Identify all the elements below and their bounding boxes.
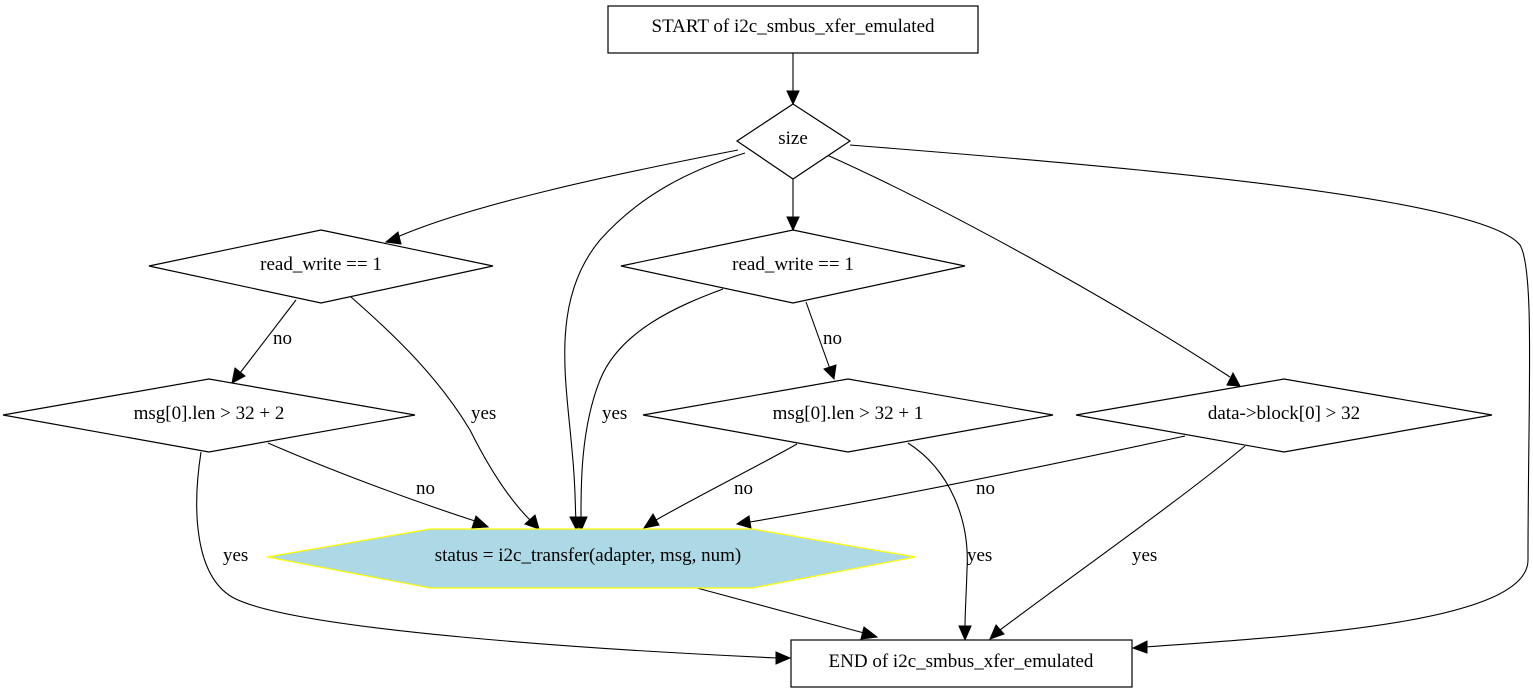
edge-label-block-yes: yes — [1132, 545, 1157, 566]
arrowhead — [1131, 640, 1148, 654]
arrowhead — [786, 90, 800, 106]
status-transfer-label: status = i2c_transfer(adapter, msg, num) — [435, 545, 741, 566]
edge-block-end — [999, 445, 1246, 631]
edge-len-mid-status — [655, 443, 798, 521]
start-node-label: START of i2c_smbus_xfer_emulated — [652, 16, 935, 37]
edge-label-len-left-no: no — [416, 478, 435, 499]
arrowhead — [823, 364, 837, 381]
edge-size-rw-left — [394, 149, 739, 239]
edge-label-len-mid-yes: yes — [967, 545, 992, 566]
edge-status-end — [696, 587, 865, 634]
edge-rw-left-len-left — [239, 299, 297, 374]
edge-label-block-no: no — [976, 478, 995, 499]
arrowhead — [989, 624, 1005, 640]
edge-label-len-mid-no: no — [734, 478, 753, 499]
msg-len-decision-left-label: msg[0].len > 32 + 2 — [134, 403, 285, 424]
msg-len-decision-mid: msg[0].len > 32 + 1 — [642, 378, 1054, 453]
start-node: START of i2c_smbus_xfer_emulated — [607, 5, 979, 54]
block-size-decision-label: data->block[0] > 32 — [1208, 403, 1360, 424]
arrowhead — [958, 625, 972, 642]
arrowhead — [471, 515, 490, 529]
edge-len-left-end — [196, 451, 779, 659]
arrowhead — [384, 231, 402, 245]
edge-size-end — [849, 144, 1531, 648]
size-decision: size — [735, 103, 852, 180]
arrowhead — [775, 651, 792, 665]
edge-label-rw-mid-yes: yes — [602, 403, 627, 424]
edge-len-left-status — [267, 442, 479, 523]
arrowhead — [735, 515, 752, 529]
arrowhead — [524, 514, 540, 530]
edge-label-rw-mid-no: no — [823, 328, 842, 349]
read-write-decision-left-label: read_write == 1 — [260, 254, 382, 275]
arrowhead — [786, 216, 800, 232]
arrowhead — [231, 367, 246, 384]
read-write-decision-left: read_write == 1 — [148, 229, 494, 304]
block-size-decision: data->block[0] > 32 — [1075, 378, 1493, 453]
arrowhead — [1226, 371, 1241, 387]
arrowhead — [574, 516, 588, 533]
status-transfer-node: status = i2c_transfer(adapter, msg, num) — [266, 528, 916, 589]
arrowhead — [642, 513, 660, 529]
edge-size-status — [564, 152, 746, 521]
edge-rw-left-status — [350, 296, 531, 521]
edge-block-status — [749, 435, 1186, 523]
end-node: END of i2c_smbus_xfer_emulated — [790, 639, 1133, 688]
edge-len-mid-end — [907, 442, 968, 628]
read-write-decision-mid-label: read_write == 1 — [732, 254, 854, 275]
edge-rw-mid-len-mid — [805, 301, 831, 370]
arrowhead — [860, 626, 879, 640]
read-write-decision-mid: read_write == 1 — [620, 229, 966, 304]
size-decision-label: size — [778, 128, 808, 149]
msg-len-decision-mid-label: msg[0].len > 32 + 1 — [773, 403, 924, 424]
end-node-label: END of i2c_smbus_xfer_emulated — [829, 651, 1094, 672]
edge-size-block — [826, 154, 1231, 378]
msg-len-decision-left: msg[0].len > 32 + 2 — [2, 378, 416, 453]
edge-label-len-left-yes: yes — [223, 545, 248, 566]
edge-label-rw-left-yes: yes — [471, 403, 496, 424]
edge-rw-mid-status — [580, 288, 724, 521]
edge-label-rw-left-no: no — [273, 328, 292, 349]
